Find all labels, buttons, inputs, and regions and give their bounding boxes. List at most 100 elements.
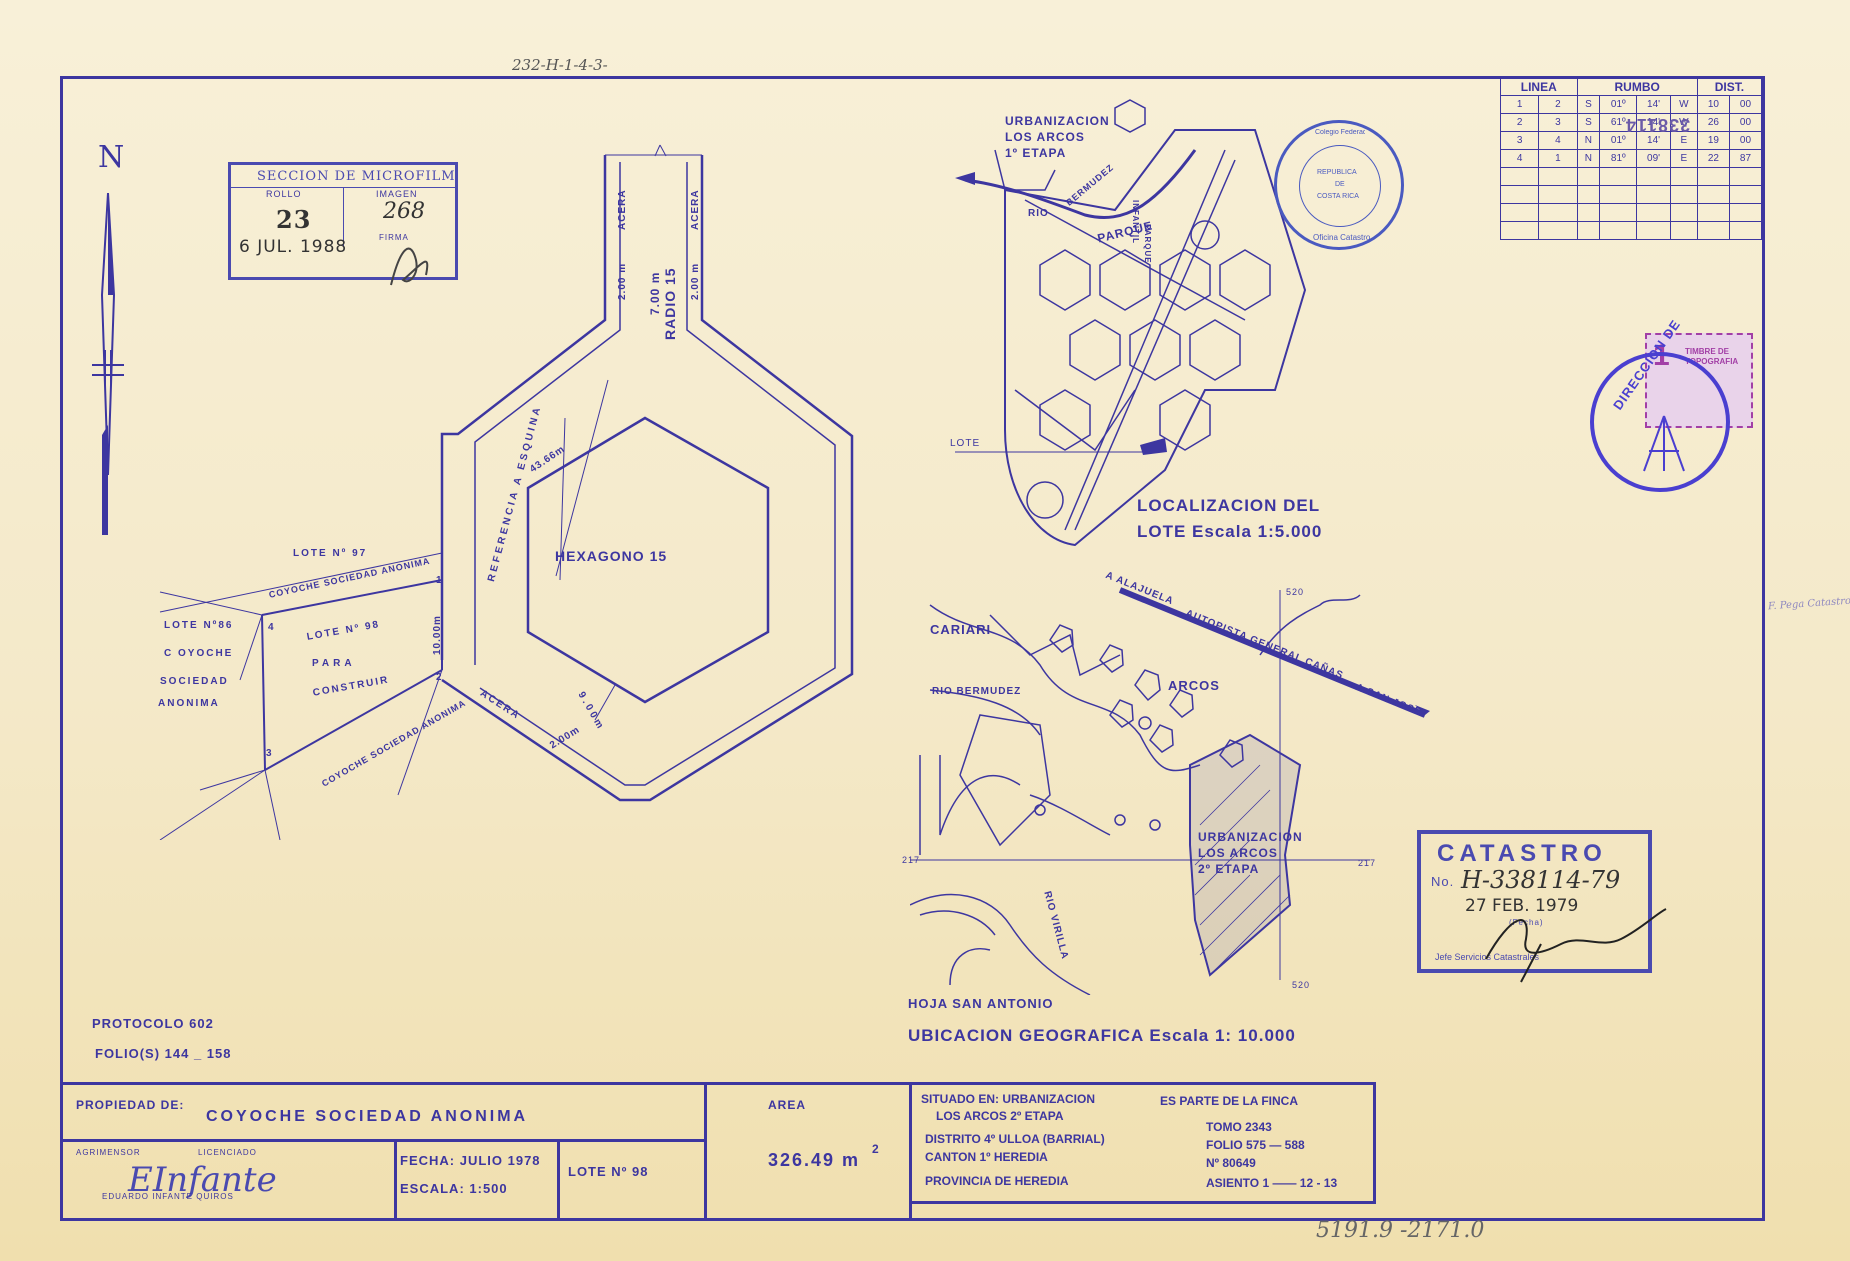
lot-plan-drawing [159, 144, 854, 840]
lote-number: LOTE Nº 98 [568, 1164, 649, 1179]
asiento: ASIENTO 1 —— 12 - 13 [1206, 1176, 1338, 1190]
lote-97-label: LOTE Nº 97 [293, 548, 368, 559]
localizacion-map [955, 99, 1307, 547]
table-row [1499, 167, 1763, 186]
table-stamp-overlay: 338114 [1625, 115, 1691, 135]
grid-520-bottom: 520 [1292, 980, 1311, 990]
north-label: N [98, 140, 126, 175]
direccion-seal: DIRECCION DE [1590, 317, 1730, 492]
colegio-center-1: REPUBLICA [1317, 169, 1357, 176]
ubi-title: UBICACION GEOGRAFICA Escala 1: 10.000 [908, 1026, 1296, 1045]
sheet-code: 232-H-1-4-3- [512, 56, 608, 74]
microfilm-title: SECCION DE MICROFILM [257, 169, 456, 184]
table-row [1499, 185, 1763, 204]
header-rumbo: RUMBO [1576, 78, 1698, 96]
licenciado-label: LICENCIADO [198, 1148, 257, 1157]
timbre-line1: TIMBRE DE [1685, 347, 1729, 356]
tomo: TOMO 2343 [1206, 1120, 1272, 1134]
colegio-bottom: Oficina Catastro [1313, 233, 1371, 242]
acera-top-right: ACERA [690, 189, 701, 230]
loc-parque-infantil-2: INFANTIL [1131, 200, 1140, 244]
ubi-rio-bermudez: RIO BERMUDEZ [932, 686, 1022, 697]
loc-title-2: LOTE Escala 1:5.000 [1137, 522, 1323, 541]
loc-lote: LOTE [950, 438, 981, 449]
loc-title-1: LOCALIZACION DEL [1137, 496, 1321, 515]
dim-left: 2.00 m [617, 262, 628, 300]
hexagon-label: HEXAGONO 15 [555, 548, 668, 564]
lote-86-owner-2: SOCIEDAD [160, 676, 229, 687]
vertex-1: 1 [436, 575, 443, 586]
dim-right: 2.00 m [690, 262, 701, 300]
header-linea: LINEA [1500, 78, 1578, 96]
grid-217-left: 217 [902, 855, 921, 865]
ubi-urb-3: 2º ETAPA [1198, 862, 1260, 876]
area-value: 326.49 m [768, 1150, 861, 1170]
margin-note: F. Pega Catastro G. [1767, 595, 1850, 613]
radio-label: RADIO 15 [662, 267, 678, 340]
ubi-urb-2: LOS ARCOS [1198, 846, 1278, 860]
protocolo: PROTOCOLO 602 [92, 1016, 214, 1031]
finca-numero: Nº 80649 [1206, 1156, 1256, 1170]
loc-urb-1: URBANIZACION [1005, 114, 1110, 128]
catastro-stamp: CATASTRO No. H-338114-79 27 FEB. 1979 (F… [1417, 830, 1667, 983]
loc-rio: RIO [1028, 208, 1049, 219]
propiedad-value: COYOCHE SOCIEDAD ANONIMA [206, 1108, 529, 1125]
north-arrow-icon [92, 192, 124, 535]
catastro-title: CATASTRO [1437, 840, 1607, 867]
lote-86-label: LOTE Nº86 [164, 620, 234, 631]
ubi-cariari: CARIARI [930, 622, 992, 637]
situado-2: LOS ARCOS 2º ETAPA [936, 1109, 1064, 1123]
firma-signature-icon [390, 247, 429, 286]
lote-box [557, 1139, 707, 1221]
tripod-icon [1643, 415, 1685, 472]
ubi-urb-1: URBANIZACION [1198, 830, 1303, 844]
area-unit: 2 [872, 1142, 880, 1156]
surveyor-signature: EInfante [128, 1160, 277, 1200]
canton: CANTON 1º HEREDIA [925, 1150, 1048, 1164]
loc-urb-2: LOS ARCOS [1005, 130, 1085, 144]
grid-520-top: 520 [1286, 587, 1305, 597]
imagen-value: 268 [383, 199, 425, 224]
acera-top-left: ACERA [617, 189, 628, 230]
vertex-4: 4 [268, 622, 275, 633]
catastro-signature-icon [1485, 908, 1667, 983]
loc-parque-infantil-1: PARQUE [1143, 224, 1152, 264]
fecha-escala-box [394, 1139, 560, 1221]
distrito: DISTRITO 4º ULLOA (BARRIAL) [925, 1132, 1105, 1146]
situado-1: SITUADO EN: URBANIZACION [921, 1092, 1095, 1106]
agrimensor-label: AGRIMENSOR [76, 1148, 141, 1157]
catastro-no-label: No. [1431, 874, 1455, 889]
vertex-2: 2 [436, 672, 443, 683]
situacion-box [909, 1082, 1376, 1204]
header-dist: DIST. [1696, 78, 1763, 96]
colegio-ring: Colegio Federado de Ingenieros y de Arqu… [1315, 129, 1365, 136]
grid-217-right: 217 [1358, 858, 1377, 868]
outer-frame [60, 76, 1765, 1221]
provincia: PROVINCIA DE HEREDIA [925, 1174, 1069, 1188]
firma-label: FIRMA [379, 233, 409, 242]
table-row [1499, 221, 1763, 240]
lote-86-owner-3: ANONIMA [158, 698, 220, 709]
fecha: FECHA: JULIO 1978 [400, 1153, 541, 1168]
dim-center: 7.00 m [648, 271, 662, 315]
ubi-arcos: ARCOS [1168, 678, 1220, 693]
table-row [1499, 203, 1763, 222]
area-label: AREA [768, 1098, 807, 1112]
propiedad-label: PROPIEDAD DE: [76, 1098, 185, 1112]
ubi-hoja: HOJA SAN ANTONIO [908, 996, 1054, 1011]
loc-urb-3: 1º ETAPA [1005, 146, 1067, 160]
folios: FOLIO(S) 144 _ 158 [95, 1046, 232, 1061]
folio: FOLIO 575 — 588 [1206, 1138, 1305, 1152]
dim-10: 10.00m [432, 615, 443, 655]
surveyor-name: EDUARDO INFANTE QUIROS [102, 1192, 234, 1201]
imagen-label: IMAGEN [376, 189, 418, 199]
bottom-handwriting: 5191.9 -2171.0 [1316, 1218, 1485, 1243]
lote-86-owner-1: C OYOCHE [164, 648, 234, 659]
ubicacion-map [910, 587, 1430, 995]
